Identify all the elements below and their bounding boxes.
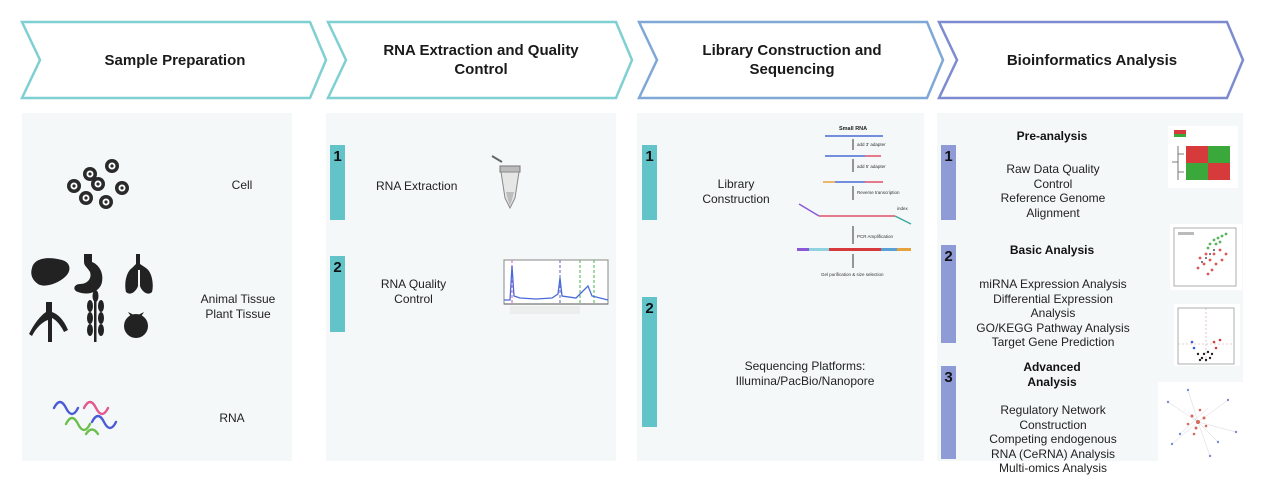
stage-title: Sample Preparation [104, 51, 246, 69]
stage-chevron-bioinfo: Bioinformatics Analysis [937, 20, 1245, 100]
rna-label: RNA [219, 411, 245, 425]
advanced-analysis-items: Regulatory Network Construction Competin… [989, 403, 1117, 475]
network-thumbnail [1158, 382, 1244, 462]
cell-label: Cell [231, 178, 253, 192]
stage-chevron-sample: Sample Preparation [20, 20, 328, 100]
rna-icon [52, 400, 118, 436]
volcano-thumbnail [1174, 304, 1240, 366]
extraction-step-2-badge: 2 [330, 256, 345, 332]
library-prep-diagram: Small RNA add 3' adapter add 5' adapter … [797, 126, 912, 277]
cells-icon [67, 159, 129, 209]
chevron-shape [326, 20, 634, 100]
bioinfo-step-2-badge: 2 [941, 245, 956, 343]
stage-chevron-extraction: RNA Extraction and Quality Control [326, 20, 634, 100]
scatter-thumbnail [1170, 224, 1242, 290]
chevron-shape [20, 20, 328, 100]
stage-title: RNA Extraction and Quality Control [383, 42, 579, 78]
svg-text:add 5' adapter: add 5' adapter [857, 164, 886, 169]
bioinfo-step-3-badge: 3 [941, 366, 956, 459]
pre-analysis-items: Raw Data Quality Control Reference Genom… [1000, 162, 1106, 220]
tissue-label: Animal Tissue Plant Tissue [200, 292, 276, 321]
bioinfo-step-1-badge: 1 [941, 145, 956, 220]
svg-text:index: index [897, 206, 909, 211]
column-library-bg [637, 113, 924, 461]
basic-analysis-items: miRNA Expression Analysis Differential E… [976, 277, 1130, 349]
svg-text:PCR Amplification: PCR Amplification [857, 234, 894, 239]
pre-analysis-heading: Pre-analysis [1016, 129, 1088, 143]
svg-text:Reverse transcription: Reverse transcription [857, 190, 900, 195]
chevron-shape [937, 20, 1245, 100]
extraction-step-1-badge: 1 [330, 145, 345, 220]
bioanalyzer-trace-icon [478, 259, 609, 314]
library-step-2-label: Sequencing Platforms: Illumina/PacBio/Na… [735, 359, 875, 388]
stage-title: Bioinformatics Analysis [1006, 51, 1178, 69]
advanced-analysis-heading: Advanced Analysis [1023, 360, 1081, 389]
svg-text:Gel purification & size select: Gel purification & size selection [821, 272, 884, 277]
extraction-step-1-label: RNA Extraction [376, 179, 458, 193]
column-sample-bg [22, 113, 292, 461]
heatmap-thumbnail [1168, 126, 1238, 188]
tissues-icon [29, 254, 153, 342]
stage-title: Library Construction and Sequencing [702, 42, 882, 78]
library-step-1-label: Library Construction [702, 177, 770, 206]
liver-shape [31, 258, 70, 286]
library-step-2-badge: 2 [642, 297, 657, 427]
extraction-step-2-label: RNA Quality Control [380, 277, 447, 306]
tube-icon [491, 155, 521, 210]
diagram-title: Small RNA [839, 126, 867, 132]
basic-analysis-heading: Basic Analysis [1009, 243, 1095, 257]
library-step-1-badge: 1 [642, 145, 657, 220]
chevron-shape [637, 20, 945, 100]
stage-chevron-library: Library Construction and Sequencing [637, 20, 945, 100]
svg-text:add 3' adapter: add 3' adapter [857, 142, 886, 147]
